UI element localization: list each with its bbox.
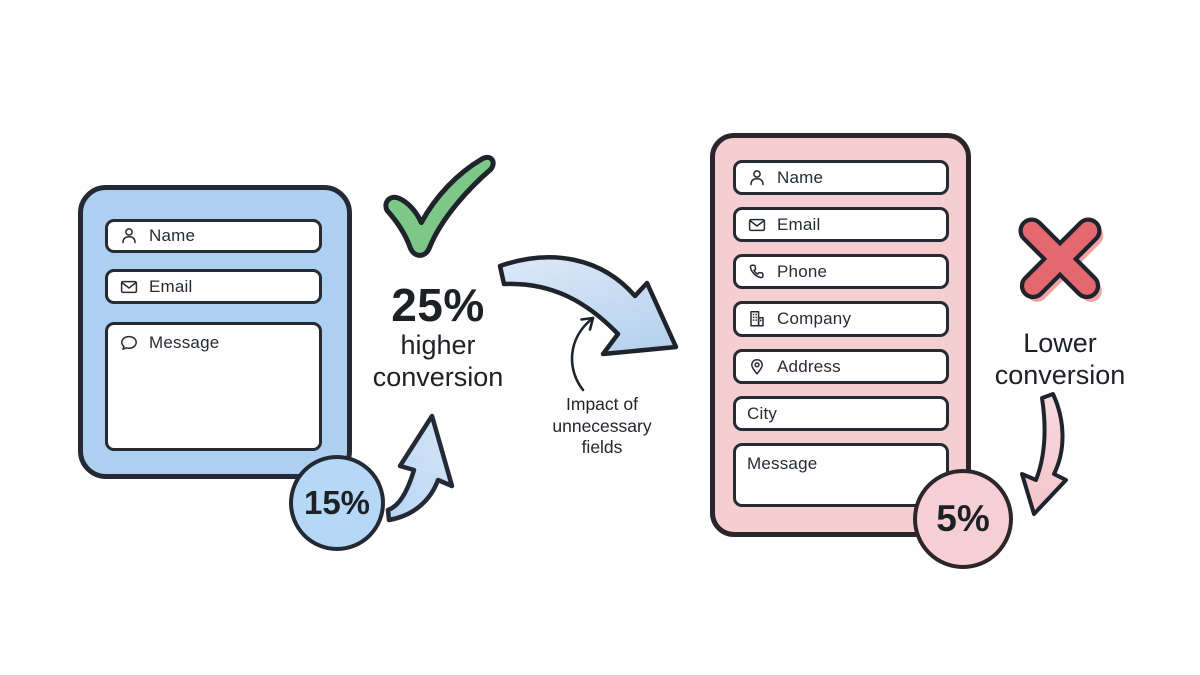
right-stat-block: Lower conversion: [984, 327, 1136, 391]
stat-line: higher: [400, 330, 476, 361]
envelope-icon: [120, 280, 138, 293]
checkmark-icon: [383, 154, 496, 258]
field-label: Email: [777, 214, 821, 234]
impact-caption: Impact of unnecessary fields: [522, 394, 682, 459]
field-label: Message: [149, 333, 220, 352]
form-field-city: City: [733, 396, 949, 431]
field-label: Name: [149, 226, 196, 245]
annotation-arrow: [570, 316, 595, 392]
field-label: Email: [149, 276, 193, 296]
simple-form-card: Name Email Message: [78, 185, 352, 479]
field-label: Message: [747, 454, 818, 473]
field-label: Name: [777, 167, 824, 187]
form-field-company: Company: [733, 301, 949, 337]
field-label: Address: [777, 356, 841, 376]
caption-line: fields: [581, 437, 623, 457]
caption-line: Impact of: [566, 394, 638, 414]
down-arrow: [1020, 392, 1068, 516]
field-label: Phone: [777, 261, 828, 281]
form-field-email: Email: [733, 207, 949, 242]
building-icon: [750, 311, 764, 327]
left-stat-block: 25% higher conversion: [350, 281, 526, 393]
phone-icon: [749, 263, 764, 278]
field-label: Company: [777, 309, 852, 328]
impact-arrow: [497, 255, 679, 357]
envelope-icon: [748, 218, 766, 231]
map-pin-icon: [751, 358, 763, 375]
form-field-message: Message: [733, 443, 949, 507]
field-label: City: [747, 403, 778, 423]
form-field-email: Email: [105, 269, 322, 304]
person-icon: [750, 169, 764, 185]
conversion-badge-right: 5%: [913, 469, 1013, 569]
speech-bubble-icon: [121, 335, 137, 350]
caption-line: unnecessary: [552, 415, 652, 436]
form-field-name: Name: [733, 160, 949, 195]
stat-line: conversion: [994, 360, 1126, 390]
stat-line: conversion: [372, 362, 504, 393]
cross-icon: [1018, 217, 1104, 302]
form-field-message: Message: [105, 322, 322, 451]
conversion-badge-left: 15%: [289, 455, 385, 551]
form-field-address: Address: [733, 349, 949, 384]
long-form-card: Name Email Phone Company: [710, 133, 971, 537]
up-arrow: [385, 413, 455, 523]
person-icon: [122, 228, 136, 244]
stat-value: 25%: [391, 279, 485, 331]
form-field-phone: Phone: [733, 254, 949, 289]
form-field-name: Name: [105, 219, 322, 253]
stat-line: Lower: [1023, 328, 1097, 358]
